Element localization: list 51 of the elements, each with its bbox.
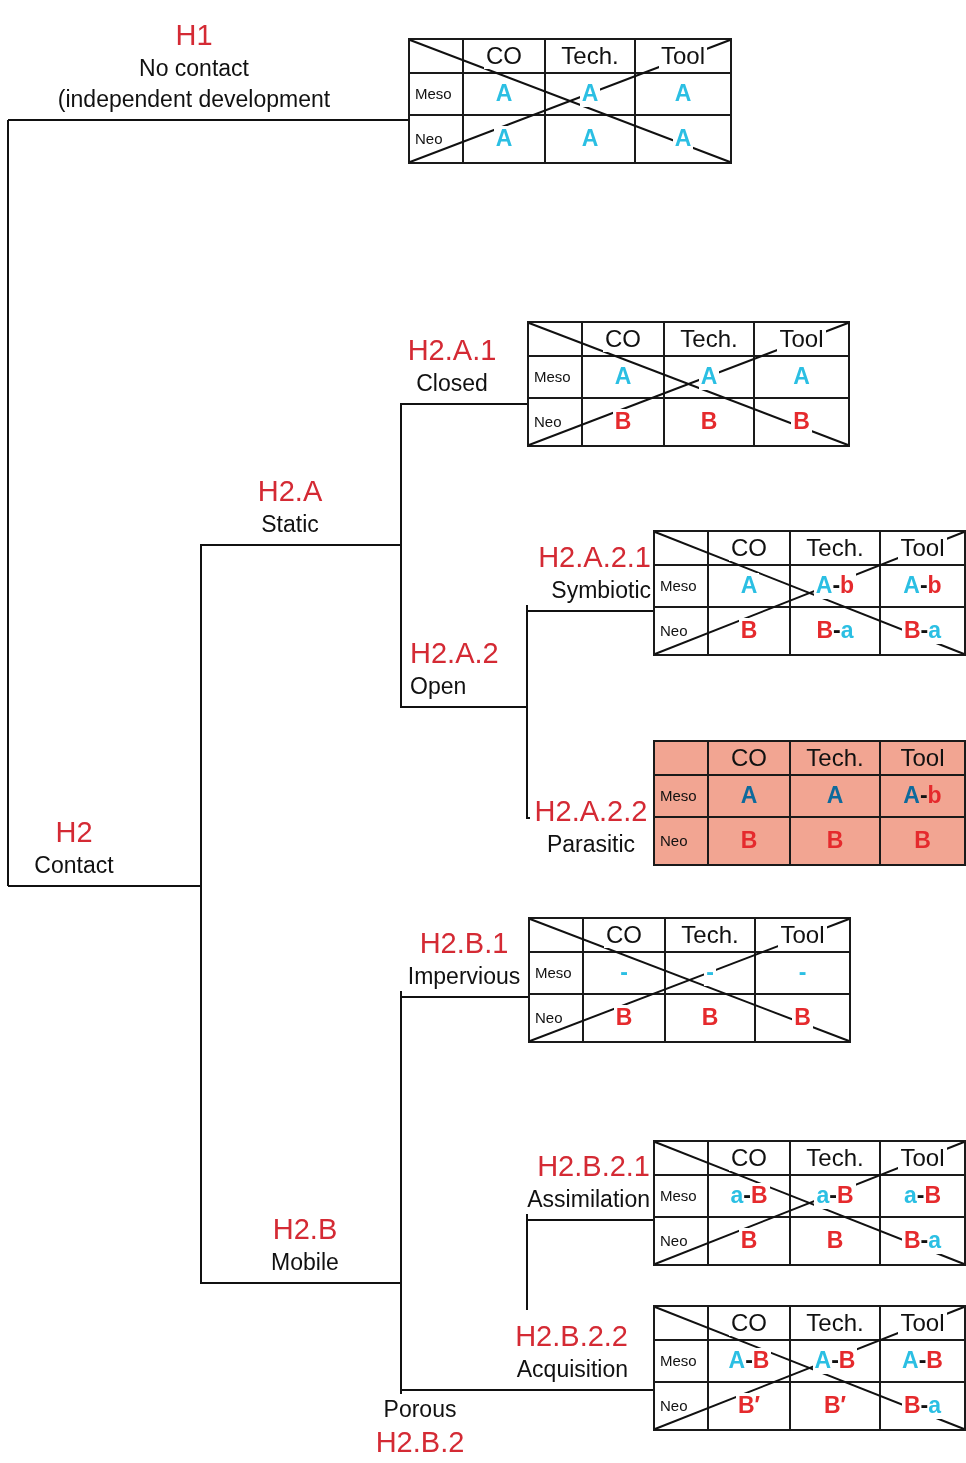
hypothesis-code: H2.B.2: [375, 1425, 465, 1460]
cell-value: A: [672, 126, 694, 152]
tree-branch-line: [400, 1389, 479, 1395]
branch-label: Parasitic: [546, 830, 636, 859]
branch-label: Acquisition: [516, 1355, 628, 1384]
branch-label: Porous: [383, 1395, 457, 1424]
branch-label: No contact: [139, 54, 249, 83]
tree-branch-line: [349, 544, 411, 708]
tree-branch-line: [7, 119, 9, 887]
column-header: Tool: [898, 1309, 947, 1337]
hypothesis-code: H2.B.2.1: [537, 1149, 650, 1184]
tree-branch-line: [514, 706, 531, 819]
branch-label: Static: [261, 510, 319, 539]
hypothesis-code: H2.A: [257, 474, 323, 509]
hypothesis-code: H1: [175, 18, 213, 53]
hypothesis-code: H2.B: [272, 1212, 338, 1247]
cell-value: A: [698, 364, 720, 390]
branch-label: Assimilation: [527, 1185, 650, 1214]
branch-label: Symbiotic: [551, 576, 651, 605]
hypothesis-code: H2.A.2.2: [534, 794, 648, 829]
hypothesis-code: H2.A.2: [410, 636, 499, 671]
cell-value: B-a: [901, 618, 944, 644]
hypothesis-code: H2.A.2.1: [538, 540, 651, 575]
tree-branch-line: [379, 119, 409, 121]
column-header: Tool: [898, 1144, 947, 1172]
cell-value: A-b: [813, 573, 857, 599]
column-header: Tool: [898, 534, 947, 562]
hypothesis-code: H2: [55, 815, 93, 850]
tree-branch-line: [400, 990, 529, 998]
branch-label: Contact: [34, 851, 114, 880]
tree-branch-line: [526, 1213, 528, 1311]
branch-label: Impervious: [407, 962, 521, 991]
branch-label: Mobile: [271, 1248, 339, 1277]
tree-branch-line: [139, 885, 251, 1284]
branch-label: (independent development: [57, 85, 331, 114]
tree-branch-line: [627, 1389, 654, 1391]
cell-value: B-a: [901, 1393, 944, 1419]
data-table: [653, 740, 966, 866]
cell-value: a-B: [814, 1183, 856, 1209]
hypothesis-code: H2.B.1: [419, 926, 509, 961]
cell-value: A-B: [812, 1348, 858, 1374]
branch-label: Open: [410, 672, 467, 701]
tree-branch-line: [499, 403, 528, 405]
branch-label: Closed: [416, 369, 488, 398]
tree-branch-line: [526, 604, 654, 612]
hypothesis-code: H2.B.2.2: [515, 1319, 628, 1354]
cell-value: A: [579, 81, 601, 107]
hypothesis-code: H2.A.1: [407, 333, 497, 368]
cell-value: B: [792, 1005, 813, 1031]
cell-value: B: [791, 409, 812, 435]
cell-value: B-a: [901, 1228, 944, 1254]
